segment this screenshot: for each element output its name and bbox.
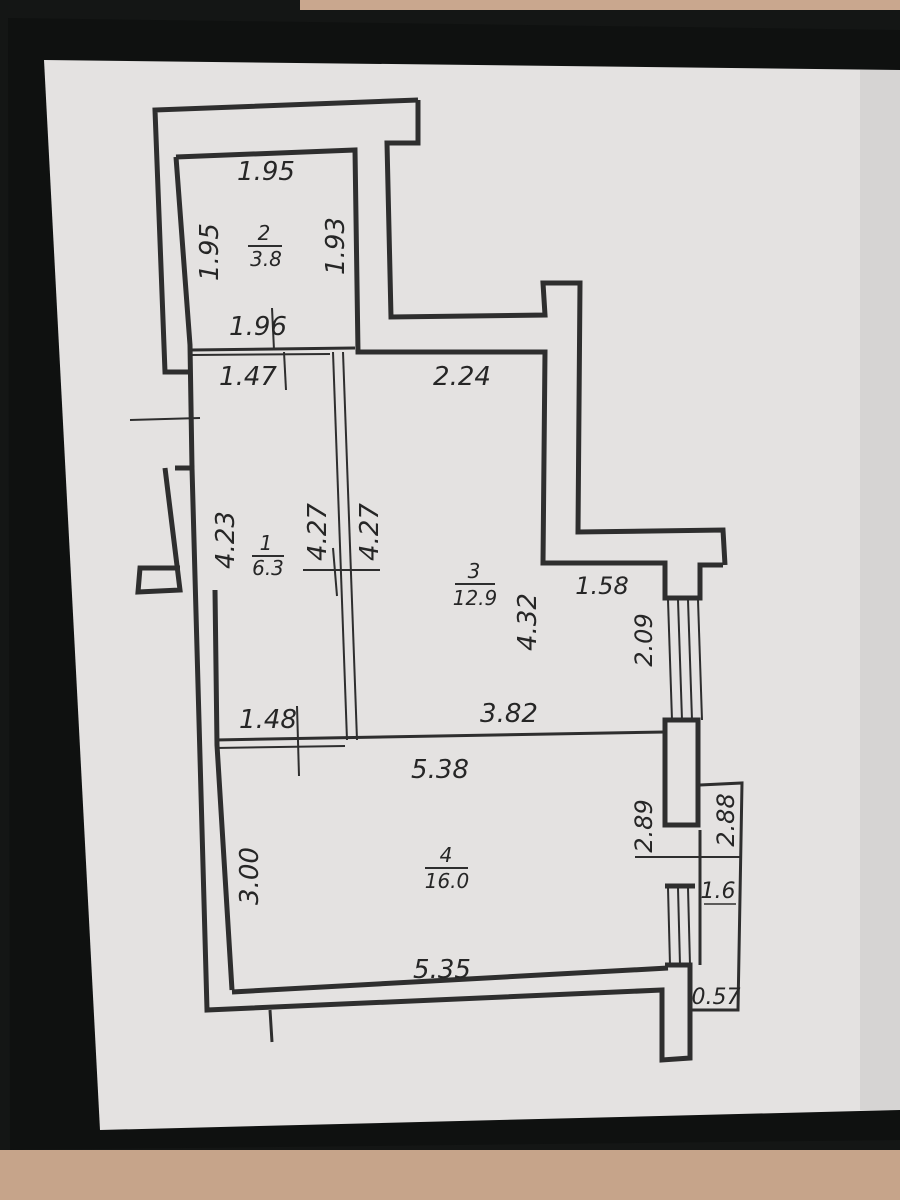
- dim-r3-bottom: 3.82: [480, 699, 538, 729]
- dim-balcony-width: 1.6: [701, 879, 736, 904]
- window: [667, 599, 703, 721]
- dim-r2-top: 1.95: [237, 157, 295, 187]
- paper-sheet: [44, 60, 900, 1130]
- dimension-labels: 1.95 1.95 1.93 1.96 1.47 2.24 4.23 4.27 …: [195, 157, 740, 1010]
- dim-r4-top: 5.38: [411, 755, 469, 785]
- dim-r4-bottom: 5.35: [413, 955, 471, 985]
- dim-r1-bottom: 1.48: [239, 705, 297, 735]
- room-label-4: 4 16.0: [425, 843, 470, 893]
- inner-wall: [173, 156, 195, 469]
- dim-r4-right: 2.89: [630, 799, 658, 852]
- room-label-1: 1 6.3: [252, 531, 284, 580]
- dim-r2-bottom: 1.96: [229, 312, 287, 342]
- room-area: 6.3: [252, 556, 284, 580]
- room-area: 12.9: [453, 586, 498, 610]
- inner-wall: [175, 147, 723, 601]
- window: [667, 887, 691, 966]
- room-area: 16.0: [425, 869, 470, 893]
- dim-r4-left: 3.00: [235, 847, 265, 905]
- room-number: 3: [468, 559, 481, 583]
- outer-wall: [152, 97, 419, 375]
- room-label-2: 2 3.8: [248, 221, 282, 271]
- dim-r1-right: 4.27: [303, 503, 333, 561]
- dim-balcony-length: 2.88: [712, 793, 740, 846]
- room-number: 1: [260, 531, 273, 555]
- dim-r1-top: 1.47: [219, 362, 277, 392]
- dim-r3-left: 4.27: [355, 503, 385, 561]
- dim-r3-height: 4.32: [513, 593, 543, 651]
- wall-pier: [662, 717, 701, 828]
- dim-window-3: 2.09: [630, 613, 658, 666]
- dim-balcony-small: 0.57: [692, 985, 741, 1010]
- dim-r3-niche: 1.58: [575, 572, 628, 600]
- inner-wall: [135, 467, 183, 595]
- inner-wall: [212, 589, 235, 991]
- dim-r2-left: 1.95: [195, 223, 225, 281]
- room-label-3: 3 12.9: [453, 559, 498, 610]
- room-area: 3.8: [250, 247, 282, 271]
- dim-r2-right: 1.93: [321, 217, 351, 275]
- balcony: [690, 781, 744, 1012]
- hand-background: [0, 1150, 900, 1200]
- room-number: 4: [440, 843, 453, 867]
- room-number: 2: [258, 221, 271, 245]
- outer-wall: [175, 465, 693, 1063]
- inner-wall: [231, 965, 669, 995]
- plan-drawing: [129, 97, 744, 1063]
- dim-r1-left: 4.23: [211, 511, 241, 569]
- dim-r3-top: 2.24: [433, 362, 491, 392]
- outer-wall: [384, 100, 728, 566]
